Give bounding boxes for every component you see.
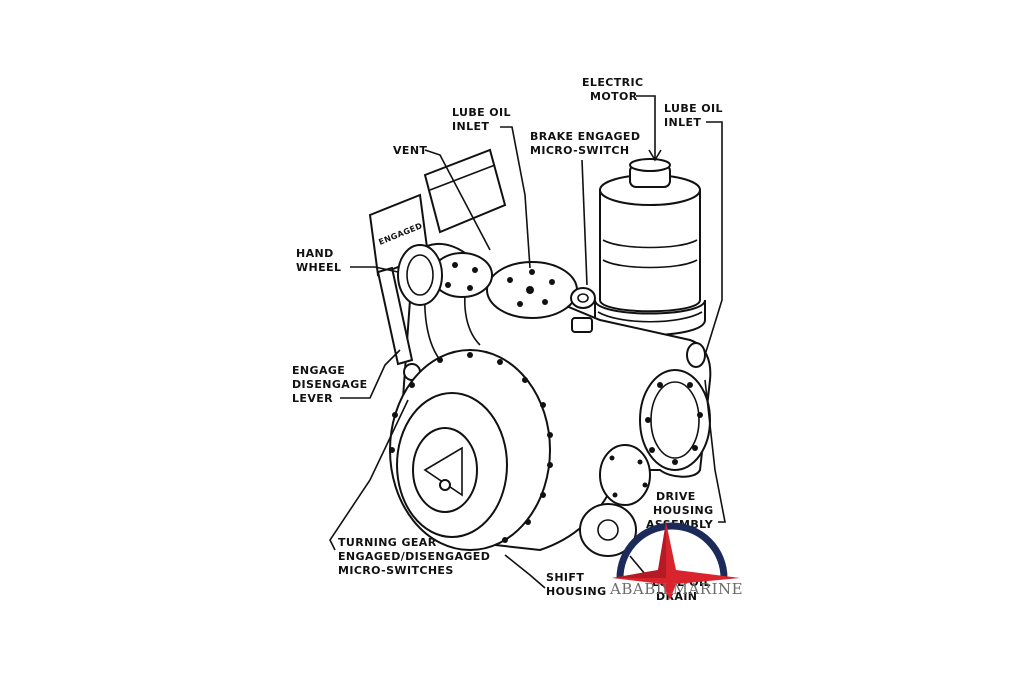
watermark-text: ABABILMARINE [609, 580, 743, 598]
compass-ring-icon [616, 522, 728, 579]
label-electric-motor: ELECTRIC MOTOR [582, 76, 648, 103]
leader-lines [329, 95, 726, 589]
label-lube-oil-inlet-right: LUBE OIL INLET [664, 102, 727, 129]
top-cover-plate-drawing [431, 252, 596, 333]
callout-labels: ELECTRIC MOTOR LUBE OIL INLET LUBE OIL I… [292, 76, 727, 603]
label-hand-wheel: HAND WHEEL [296, 247, 341, 274]
hand-wheel-drawing [397, 244, 443, 306]
label-turning-gear: TURNING GEAR ENGAGED/DISENGAGED MICRO-SW… [338, 536, 494, 577]
compass-star-icon [612, 522, 740, 600]
watermark-logo: ABABILMARINE [609, 522, 743, 600]
label-vent: VENT [393, 144, 427, 157]
label-lube-oil-inlet-top: LUBE OIL INLET [452, 106, 515, 133]
label-shift-housing: SHIFT HOUSING [546, 571, 607, 598]
label-engage-disengage-lever: ENGAGE DISENGAGE LEVER [292, 364, 372, 405]
engaged-plate-drawing: ENGAGED [368, 148, 507, 277]
label-brake-engaged: BRAKE ENGAGED MICRO-SWITCH [530, 130, 645, 157]
electric-motor-drawing [594, 158, 706, 336]
front-flange-drawing [389, 349, 553, 551]
